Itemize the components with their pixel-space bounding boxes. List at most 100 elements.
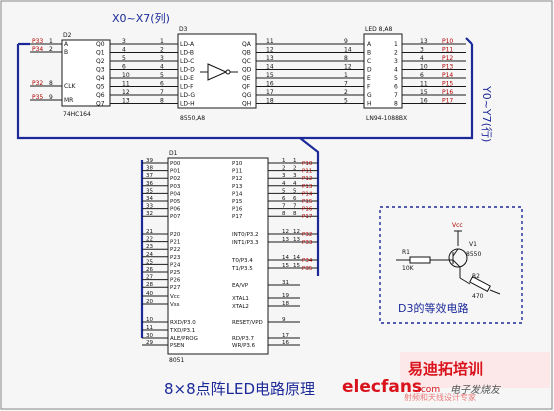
pin-number: 38 [146, 166, 153, 172]
pin-number: 6 [122, 64, 126, 71]
pin-number: 3 [282, 173, 286, 179]
pin-label: 1 [394, 41, 398, 48]
pin-label: XTAL1 [232, 296, 249, 302]
net-label: P33 [32, 38, 43, 45]
pin-label: QH [242, 101, 251, 108]
pin-label: LD-F [180, 84, 194, 91]
chip-d3: D3 8550,A8 LD-ALD-BLD-CLD-DLD-ELD-FLD-GL… [177, 26, 364, 122]
equivalent-circuit: Vcc V1 8550 R1 10K R2 470 D3的等效电路 [379, 206, 523, 324]
pin-number: 34 [146, 196, 153, 202]
pin-label: P12 [232, 176, 242, 182]
watermark-banner-bg [400, 352, 550, 388]
pin-label: QF [242, 84, 251, 91]
pin-number: 18 [266, 98, 274, 105]
pin-label: LD-B [180, 50, 194, 57]
pin-label: T0/P3.4 [231, 258, 253, 264]
net-label: P32 [302, 232, 312, 238]
pin-number: 12 [344, 64, 352, 71]
pin-label: 5 [394, 75, 398, 82]
pin-label: A [367, 41, 372, 48]
pin-number: 12 [266, 47, 274, 54]
net-label: P12 [442, 55, 453, 62]
pin-label: QD [242, 67, 252, 74]
pin-number: 2 [293, 166, 297, 172]
pin-label: B [64, 49, 68, 56]
pin-number: 24 [146, 252, 153, 258]
pin-label: P02 [170, 176, 180, 182]
pin-label: B [367, 50, 371, 57]
pin-label: P14 [232, 191, 243, 197]
pin-label: P20 [170, 232, 181, 238]
pin-number: 3 [420, 47, 424, 54]
pin-number: 9 [282, 317, 286, 323]
pin-number: 17 [266, 89, 274, 96]
pin-number: 9 [49, 94, 53, 101]
net-label: P13 [302, 184, 313, 190]
watermark-banner-sub: 射频和天线设计专家 [404, 392, 476, 402]
net-label: P16 [442, 89, 453, 96]
pin-number: 7 [293, 204, 297, 210]
pin-label: 7 [394, 92, 398, 99]
pin-label: 4 [394, 67, 398, 74]
pin-label: P06 [170, 207, 181, 213]
r1-value: 10K [402, 265, 415, 272]
pin-number: 3 [160, 55, 164, 62]
pin-number: 7 [344, 81, 348, 88]
pin-number: 32 [146, 211, 153, 217]
pin-label: Q6 [96, 92, 105, 99]
pin-label: 2 [394, 50, 398, 57]
pin-number: 1 [160, 38, 164, 45]
watermark-brand: elecfans [342, 377, 422, 397]
r2-value: 470 [472, 293, 484, 300]
d1-ref: D1 [169, 150, 178, 157]
r2-label: R2 [472, 273, 480, 280]
pin-number: 33 [146, 204, 153, 210]
pin-label: Q1 [96, 50, 105, 57]
pin-label: P10 [232, 161, 243, 167]
pin-label: P25 [170, 270, 181, 276]
watermark-suffix: .com [418, 385, 440, 395]
pin-label: P21 [170, 240, 180, 246]
pin-label: P24 [170, 262, 181, 268]
pin-label: QG [242, 92, 252, 99]
d1-part: 8051 [169, 357, 184, 364]
pin-number: 5 [160, 72, 164, 79]
pin-number: 9 [344, 38, 348, 45]
pin-label: TXD/P3.1 [169, 328, 195, 334]
pin-number: 20 [146, 299, 153, 305]
transistor-type: 8550 [466, 251, 481, 258]
pin-label: P16 [232, 207, 243, 213]
pin-number: 16 [266, 81, 274, 88]
pin-label: C [367, 58, 371, 65]
pin-label: P03 [170, 184, 181, 190]
pin-number: 12 [282, 229, 289, 235]
net-label: P32 [32, 80, 43, 87]
net-label: P33 [302, 240, 313, 246]
pin-number: 27 [146, 275, 153, 281]
net-label: P10 [302, 161, 313, 167]
pin-number: 17 [282, 333, 289, 339]
pin-label: LD-H [180, 101, 195, 108]
pin-number: 3 [122, 38, 126, 45]
pin-label: P13 [232, 184, 243, 190]
pin-label: LD-G [180, 92, 195, 99]
pin-label: CLK [64, 83, 77, 90]
pin-number: 5 [344, 98, 348, 105]
d2-ref: D2 [63, 32, 72, 39]
pin-label: EA/VP [232, 283, 249, 289]
pin-label: QC [242, 58, 251, 65]
d3-part: 8550,A8 [180, 115, 205, 122]
pin-label: P00 [170, 161, 181, 167]
net-label: P16 [302, 207, 313, 213]
pin-label: LD-E [180, 75, 194, 82]
pin-number: 29 [146, 340, 153, 346]
top-label: X0~X7(列) [112, 11, 170, 25]
pin-number: 31 [282, 280, 289, 286]
pin-label: P15 [232, 199, 243, 205]
pin-label: P04 [170, 191, 181, 197]
pin-number: 16 [282, 340, 289, 346]
pin-number: 2 [344, 89, 348, 96]
pin-label: QA [242, 41, 252, 48]
